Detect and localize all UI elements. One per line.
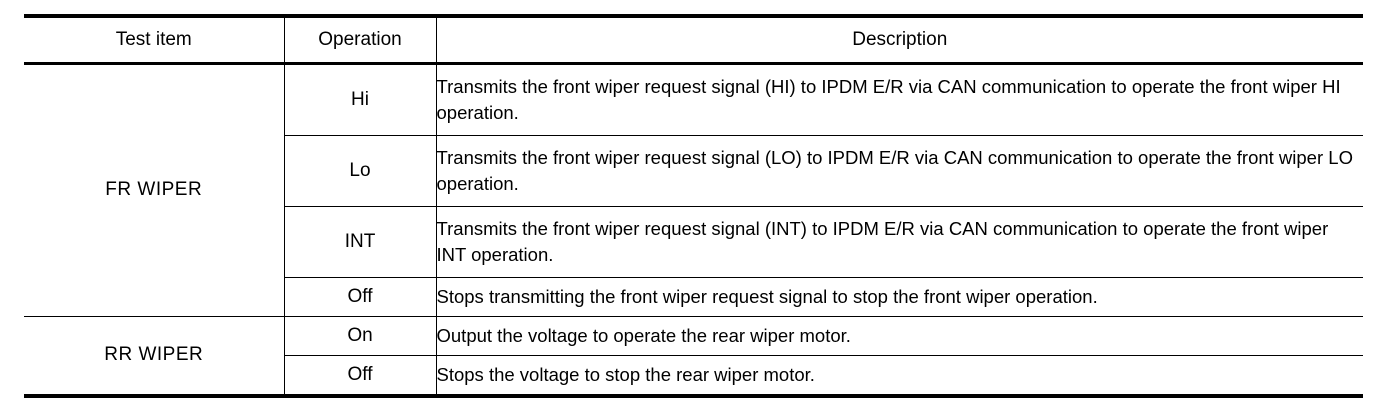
cell-description-off-front: Stops transmitting the front wiper reque… (436, 277, 1363, 317)
cell-test-item-fr-wiper: FR WIPER (24, 62, 285, 317)
cell-description-hi: Transmits the front wiper request signal… (436, 62, 1363, 136)
cell-operation-off-front: Off (284, 277, 437, 317)
table-row: RR WIPER On Output the voltage to operat… (24, 316, 1363, 398)
column-header-operation: Operation (284, 14, 437, 64)
column-header-test-item: Test item (24, 14, 285, 64)
cell-description-on-rear: Output the voltage to operate the rear w… (436, 316, 1363, 356)
table-row: Off Stops the voltage to stop the rear w… (24, 355, 1363, 398)
header-row: Test item Operation Description (24, 14, 1363, 64)
cell-description-off-rear: Stops the voltage to stop the rear wiper… (436, 355, 1363, 398)
cell-operation-int: INT (284, 206, 437, 278)
cell-operation-lo: Lo (284, 135, 437, 207)
cell-test-item-rr-wiper: RR WIPER (24, 316, 285, 398)
table-row: FR WIPER Hi Transmits the front wiper re… (24, 62, 1363, 317)
cell-description-lo: Transmits the front wiper request signal… (436, 135, 1363, 207)
table-row: Off Stops transmitting the front wiper r… (24, 277, 1363, 317)
column-header-description: Description (436, 14, 1363, 64)
cell-description-int: Transmits the front wiper request signal… (436, 206, 1363, 278)
table-header: Test item Operation Description (24, 14, 1363, 64)
table-body: FR WIPER Hi Transmits the front wiper re… (24, 62, 1363, 398)
cell-operation-on-rear: On (284, 316, 437, 356)
wiper-test-item-table: Test item Operation Description FR WIPER… (24, 14, 1363, 398)
table-row: INT Transmits the front wiper request si… (24, 206, 1363, 278)
cell-operation-off-rear: Off (284, 355, 437, 398)
cell-operation-hi: Hi (284, 62, 437, 136)
table-row: Lo Transmits the front wiper request sig… (24, 135, 1363, 207)
